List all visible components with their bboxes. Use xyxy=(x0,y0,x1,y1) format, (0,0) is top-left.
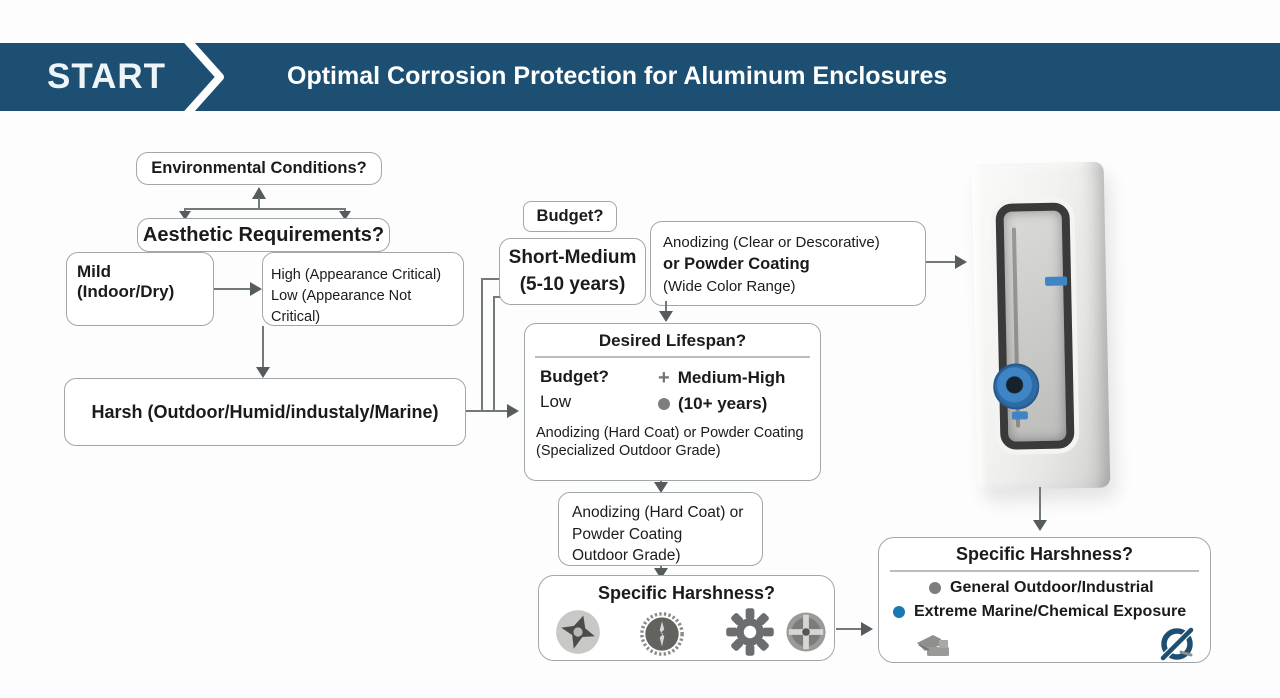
connector-shortmedium-drop-line-a xyxy=(481,278,483,412)
box-specific-harshness-right: Specific Harshness? General Outdoor/Indu… xyxy=(878,537,1211,663)
lifespan-rec-line2: (Specialized Outdoor Grade) xyxy=(536,442,721,459)
box-anodizing-hard: Anodizing (Hard Coat) or Powder Coating … xyxy=(558,492,763,566)
lifespan-divider xyxy=(535,356,810,358)
anodizing-clear-line2: or Powder Coating xyxy=(663,255,810,273)
lifespan-budget-label: Budget? xyxy=(540,366,609,386)
lifespan-right-column: + Medium-High (10+ years) xyxy=(658,367,811,414)
connector-up-stem xyxy=(258,198,260,210)
mild-label: Mild (Indoor/Dry) xyxy=(77,262,175,301)
aesthetic-requirements-label: Aesthetic Requirements? xyxy=(142,223,385,246)
short-medium-line2: (5-10 years) xyxy=(519,273,626,295)
header-band: START Optimal Corrosion Protection for A… xyxy=(0,37,1280,117)
appearance-high-label: High (Appearance Critical) xyxy=(271,267,442,283)
harshness-option-extreme: Extreme Marine/Chemical Exposure xyxy=(889,603,1200,621)
bullet-icon xyxy=(658,397,670,410)
connector-enclosure-harshness-arrowhead xyxy=(1033,520,1047,531)
harsh-label: Harsh (Outdoor/Humid/industaly/Marine) xyxy=(91,401,439,422)
connector-right-stem xyxy=(344,208,346,212)
short-medium-label: Short-Medium (5-10 years) xyxy=(509,245,637,298)
harshness-option-extreme-label: Extreme Marine/Chemical Exposure xyxy=(914,602,1187,620)
equipment-icon xyxy=(917,635,949,656)
connector-mild-line xyxy=(214,288,251,290)
budget-tag-label: Budget? xyxy=(536,207,604,225)
anodizing-clear-line1: Anodizing (Clear or Descorative) xyxy=(663,234,880,251)
connector-anodizingclear-lifespan-line xyxy=(665,301,667,313)
connector-left-arrowhead xyxy=(179,211,191,220)
connector-shortmedium-stub-b xyxy=(493,296,500,298)
anodizing-clear-line3: (Wide Color Range) xyxy=(663,278,796,296)
connector-appearance-harsh-arrowhead xyxy=(256,367,270,378)
harshness-option-general: General Outdoor/Industrial xyxy=(889,579,1200,597)
lifespan-years-row: (10+ years) xyxy=(658,394,811,414)
bullet-icon xyxy=(929,581,941,594)
box-budget-tag: Budget? xyxy=(523,201,617,232)
gear-icon xyxy=(726,608,774,656)
connector-anodizing-enclosure-line xyxy=(926,261,957,263)
box-environmental-conditions: Environmental Conditions? xyxy=(136,152,382,185)
shuriken-icon xyxy=(556,610,600,654)
anodizing-hard-line1: Anodizing (Hard Coat) or xyxy=(572,504,744,521)
connector-right-arrowhead xyxy=(339,211,351,220)
appearance-low-label: Low (Appearance Not Critical) xyxy=(271,288,412,326)
box-specific-harshness-bottom: Specific Harshness? xyxy=(538,575,835,661)
lifespan-mediumhigh-label: Medium-High xyxy=(677,368,786,387)
desired-lifespan-title: Desired Lifespan? xyxy=(598,331,747,350)
cable-gland-icon xyxy=(992,363,1040,411)
cross-wheel-icon xyxy=(786,612,826,652)
start-label: START xyxy=(47,57,167,96)
connector-harsh-lifespan-arrowhead xyxy=(507,404,519,418)
connector-harshness-right-line xyxy=(836,628,863,630)
bullet-icon xyxy=(893,605,905,618)
box-appearance: High (Appearance Critical) Low (Appearan… xyxy=(262,252,464,326)
blue-clip-bottom xyxy=(1011,411,1028,420)
lifespan-recommendation: Anodizing (Hard Coat) or Powder Coating … xyxy=(534,424,811,460)
lifespan-budget-value: Low xyxy=(540,391,572,411)
connector-lifespan-hardcoat-arrowhead xyxy=(654,482,668,493)
page-title: Optimal Corrosion Protection for Aluminu… xyxy=(287,62,948,90)
connector-enclosure-harshness-line xyxy=(1039,487,1041,522)
connector-shortmedium-drop-line-b xyxy=(493,296,495,412)
box-harsh: Harsh (Outdoor/Humid/industaly/Marine) xyxy=(64,378,466,446)
box-aesthetic-requirements: Aesthetic Requirements? xyxy=(137,218,390,252)
specific-harshness-bottom-title: Specific Harshness? xyxy=(597,583,776,603)
anodizing-hard-line2: Powder Coating xyxy=(572,525,683,543)
enclosure-opening xyxy=(992,202,1075,450)
box-anodizing-clear: Anodizing (Clear or Descorative) or Powd… xyxy=(650,221,926,306)
prohibited-icon xyxy=(1160,627,1194,661)
connector-appearance-harsh-line xyxy=(262,326,264,369)
serrated-disc-icon xyxy=(640,612,684,656)
connector-mild-arrowhead xyxy=(250,282,262,296)
connector-harsh-lifespan-line xyxy=(466,410,510,412)
box-desired-lifespan: Desired Lifespan? Budget? Low + Medium-H… xyxy=(524,323,821,481)
lifespan-rec-line1: Anodizing (Hard Coat) or Powder Coating xyxy=(536,424,804,441)
connector-anodizingclear-lifespan-arrowhead xyxy=(659,311,673,322)
connector-anodizing-enclosure-arrowhead xyxy=(955,255,967,269)
aluminum-enclosure-image xyxy=(971,161,1111,491)
harshness-right-divider xyxy=(890,570,1199,572)
blue-clip-top xyxy=(1044,276,1068,286)
lifespan-columns: Budget? Low + Medium-High (10+ years) xyxy=(534,367,811,414)
connector-harshness-right-arrowhead xyxy=(861,622,873,636)
chevron-right-icon xyxy=(182,37,224,117)
harshness-option-general-label: General Outdoor/Industrial xyxy=(950,578,1154,596)
lifespan-mediumhigh-row: + Medium-High xyxy=(658,367,811,390)
short-medium-line1: Short-Medium xyxy=(508,246,637,268)
connector-hardcoat-harshness-arrowhead xyxy=(654,568,668,579)
anodizing-hard-line3: Outdoor Grade) xyxy=(572,547,681,565)
plus-icon: + xyxy=(658,366,670,389)
connector-left-stem xyxy=(184,208,186,212)
connector-up-arrowhead xyxy=(252,187,266,199)
lifespan-years-label: (10+ years) xyxy=(678,393,768,413)
lifespan-left-column: Budget? Low xyxy=(534,367,658,414)
box-short-medium: Short-Medium (5-10 years) xyxy=(499,238,646,305)
specific-harshness-right-title: Specific Harshness? xyxy=(955,544,1134,564)
connector-crossbar xyxy=(184,208,345,210)
environmental-conditions-label: Environmental Conditions? xyxy=(151,159,367,177)
box-mild: Mild (Indoor/Dry) xyxy=(66,252,214,326)
connector-shortmedium-stub-a xyxy=(481,278,499,280)
